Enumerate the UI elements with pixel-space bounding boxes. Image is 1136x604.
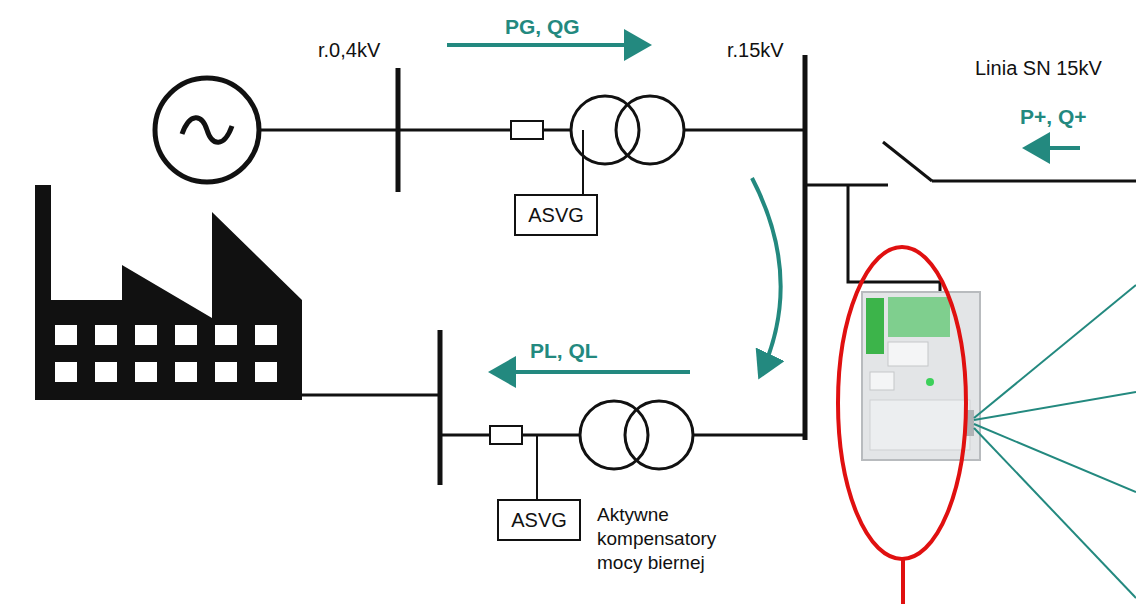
voltage-label: r.0,4kV xyxy=(318,38,380,62)
busbar xyxy=(803,55,808,440)
wire xyxy=(684,129,805,132)
leader-line xyxy=(974,285,1136,418)
factory-window xyxy=(95,325,117,345)
factory-window xyxy=(215,325,237,345)
switch-blade xyxy=(883,142,932,181)
box-label: ASVG xyxy=(528,204,584,227)
transformer-winding xyxy=(571,96,639,164)
meter-led xyxy=(926,378,934,386)
breaker-symbol xyxy=(490,426,522,444)
wire xyxy=(848,185,940,292)
breaker-symbol xyxy=(511,121,543,139)
factory-window xyxy=(55,325,77,345)
transformer-winding xyxy=(580,401,648,469)
meter-device xyxy=(862,292,980,460)
flow-arrow xyxy=(1026,146,1080,150)
mv-line xyxy=(932,180,1136,183)
factory-window xyxy=(135,325,157,345)
leader-line xyxy=(974,424,1136,492)
factory-windows xyxy=(55,325,277,382)
flow-label: PG, QG xyxy=(505,14,580,39)
factory-window xyxy=(255,362,277,382)
factory-icon xyxy=(35,212,302,400)
generator-symbol xyxy=(155,78,259,182)
highlight-ellipse xyxy=(838,247,966,559)
wire xyxy=(693,434,805,437)
factory-window xyxy=(215,362,237,382)
factory-window xyxy=(55,362,77,382)
compensator-box: ASVG xyxy=(514,194,598,236)
flow-arrow xyxy=(447,43,648,47)
wire xyxy=(302,394,440,397)
wire xyxy=(582,130,584,196)
leader-line xyxy=(974,428,1136,598)
highlight-leader xyxy=(901,559,905,604)
factory-window xyxy=(175,362,197,382)
flow-label: PL, QL xyxy=(530,338,598,363)
meter-panel xyxy=(870,400,970,450)
annotation: Aktywne kompensatory mocy biernej xyxy=(597,503,737,574)
flow-label: P+, Q+ xyxy=(1020,104,1087,129)
wire xyxy=(522,434,580,437)
factory-window xyxy=(95,362,117,382)
meter-panel xyxy=(870,372,894,390)
transformer-winding xyxy=(616,96,684,164)
busbar xyxy=(438,330,443,485)
wire xyxy=(259,129,398,132)
box-label: ASVG xyxy=(511,509,567,532)
factory-window xyxy=(135,362,157,382)
meter-display xyxy=(888,297,950,337)
factory-window xyxy=(175,325,197,345)
line-label: Linia SN 15kV xyxy=(975,56,1102,80)
transformer-winding xyxy=(625,401,693,469)
wire xyxy=(543,129,571,132)
flow-arrow xyxy=(752,178,781,376)
wire xyxy=(440,434,490,437)
flow-arrow xyxy=(492,370,690,374)
generator-tilde xyxy=(182,118,232,143)
leader-line xyxy=(974,392,1136,420)
factory-window xyxy=(255,325,277,345)
meter-panel xyxy=(888,342,928,366)
compensator-box: ASVG xyxy=(497,499,581,541)
meter-panel xyxy=(866,298,884,354)
voltage-label: r.15kV xyxy=(727,38,784,62)
wire xyxy=(536,435,538,501)
wire xyxy=(398,129,511,132)
factory-chimney xyxy=(35,185,51,305)
